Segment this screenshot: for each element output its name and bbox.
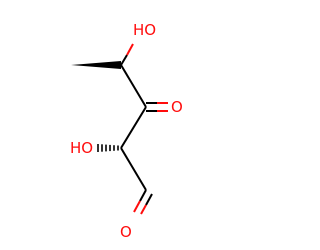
hash-bond <box>97 144 119 152</box>
bond-c1-o-carbon-1 <box>139 189 147 202</box>
hydroxyl-label-bottom: HO <box>70 139 93 157</box>
bond-c1-o-oxygen-2 <box>140 204 147 215</box>
bond-c1-o-oxygen-1 <box>133 200 141 213</box>
bond-c4-oh-top-oxygen <box>126 43 134 56</box>
bond-c2-c1 <box>120 147 147 191</box>
bond-c1-o-carbon-2 <box>145 193 153 206</box>
molecule-structure: HO O HO O <box>70 21 183 241</box>
bond-c3-c2 <box>120 106 147 149</box>
wedge-bond <box>71 61 121 69</box>
bond-c4-oh-top-carbon <box>120 54 128 66</box>
ketone-oxygen-label: O <box>171 98 183 116</box>
aldehyde-oxygen-label: O <box>120 223 132 241</box>
hydroxyl-label-top: HO <box>133 21 156 39</box>
bond-c4-c3 <box>120 64 147 108</box>
